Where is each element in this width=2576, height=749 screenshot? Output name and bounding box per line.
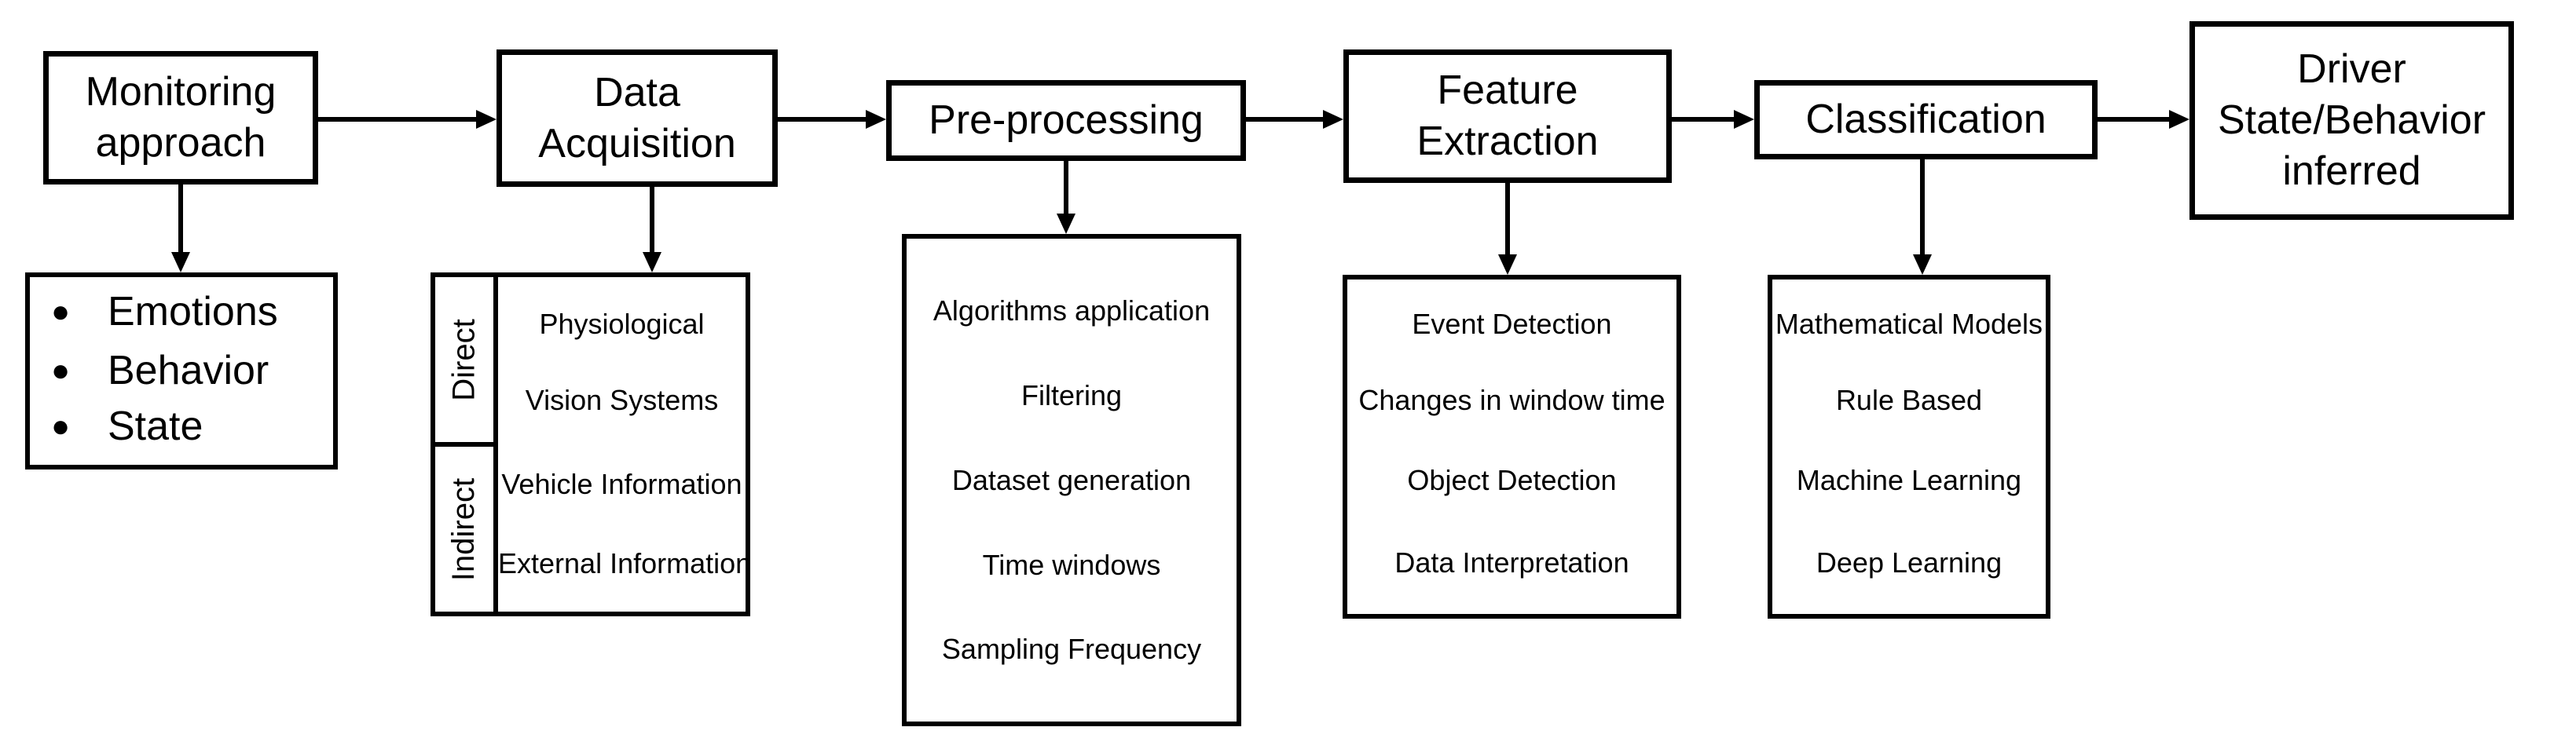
stage-label-monitoring-approach: Monitoring approach (85, 69, 277, 166)
detail-box-data-acquisition: Direct Indirect Physiological Vision Sys… (431, 272, 752, 616)
arrow-head-down-icon (643, 252, 661, 272)
detail-box-pre-processing: Algorithms application Filtering Dataset… (902, 234, 1241, 726)
stage-box-feature-extraction: Feature Extraction (1343, 49, 1672, 183)
list-item: Algorithms application (933, 294, 1211, 327)
list-item: ● Behavior (51, 347, 333, 394)
list-item: ● Emotions (51, 288, 333, 335)
arrow-line (1505, 183, 1510, 256)
arrow-line (1246, 117, 1326, 122)
bullet-icon: ● (51, 408, 71, 444)
arrow-head-right-icon (2169, 110, 2189, 129)
bullet-icon: ● (51, 353, 71, 388)
stage-label-pre-processing: Pre-processing (929, 97, 1204, 143)
list-item: Vision Systems (525, 384, 719, 416)
list-item: Filtering (1021, 379, 1123, 411)
list-item: Event Detection (1412, 308, 1612, 340)
bullet-icon: ● (51, 294, 71, 329)
arrow-head-right-icon (866, 110, 886, 129)
arrow-head-right-icon (1323, 110, 1343, 129)
stage-label-data-acquisition: Data Acquisition (538, 69, 736, 166)
arrow-line (178, 185, 183, 254)
detail-box-feature-extraction: Event Detection Changes in window time O… (1343, 275, 1681, 619)
arrow-line (318, 117, 481, 122)
list-item: External Information (498, 547, 752, 579)
stage-box-pre-processing: Pre-processing (886, 80, 1246, 161)
arrow-line (1920, 159, 1925, 256)
stage-box-monitoring-approach: Monitoring approach (43, 51, 318, 185)
data-acquisition-group-sidebar: Direct Indirect (435, 277, 498, 612)
arrow-line (2098, 117, 2172, 122)
list-item: Deep Learning (1816, 546, 2003, 579)
group-label-indirect: Indirect (446, 477, 482, 581)
stage-box-driver-state-inferred: Driver State/Behavior inferred (2189, 21, 2514, 220)
detail-box-monitoring-outputs: ● Emotions ● Behavior ● State (25, 272, 338, 469)
list-item-label: Behavior (108, 348, 269, 393)
group-label-direct: Direct (446, 318, 482, 401)
arrow-line (1672, 117, 1737, 122)
list-item: Data Interpretation (1394, 546, 1629, 579)
stage-label-feature-extraction: Feature Extraction (1416, 68, 1599, 164)
arrow-head-down-icon (1913, 254, 1932, 275)
arrow-head-down-icon (171, 252, 190, 272)
stage-label-driver-state-inferred: Driver State/Behavior inferred (2217, 46, 2486, 194)
list-item-label: Emotions (108, 289, 278, 334)
list-item: Sampling Frequency (941, 633, 1202, 665)
list-item-label: State (108, 404, 203, 449)
arrow-head-down-icon (1057, 214, 1075, 234)
list-item: Mathematical Models (1775, 308, 2043, 340)
list-item: Time windows (982, 549, 1161, 581)
arrow-head-down-icon (1498, 254, 1517, 275)
arrow-line (1064, 161, 1068, 215)
group-cell-direct: Direct (435, 277, 493, 447)
list-item: Rule Based (1835, 384, 1983, 416)
list-item: Physiological (539, 308, 705, 340)
arrow-head-right-icon (1734, 110, 1754, 129)
stage-box-data-acquisition: Data Acquisition (497, 49, 778, 187)
arrow-line (650, 187, 654, 254)
stage-box-classification: Classification (1754, 80, 2098, 159)
stage-label-classification: Classification (1805, 97, 2047, 142)
arrow-line (778, 117, 869, 122)
group-cell-indirect: Indirect (435, 447, 493, 612)
list-item: Machine Learning (1796, 464, 2022, 496)
list-item: Changes in window time (1358, 384, 1665, 416)
list-item: Dataset generation (951, 464, 1192, 496)
detail-box-classification: Mathematical Models Rule Based Machine L… (1768, 275, 2050, 619)
arrow-head-right-icon (476, 110, 497, 129)
list-item: ● State (51, 403, 333, 450)
list-item: Object Detection (1407, 464, 1617, 496)
list-item: Vehicle Information (501, 468, 742, 500)
